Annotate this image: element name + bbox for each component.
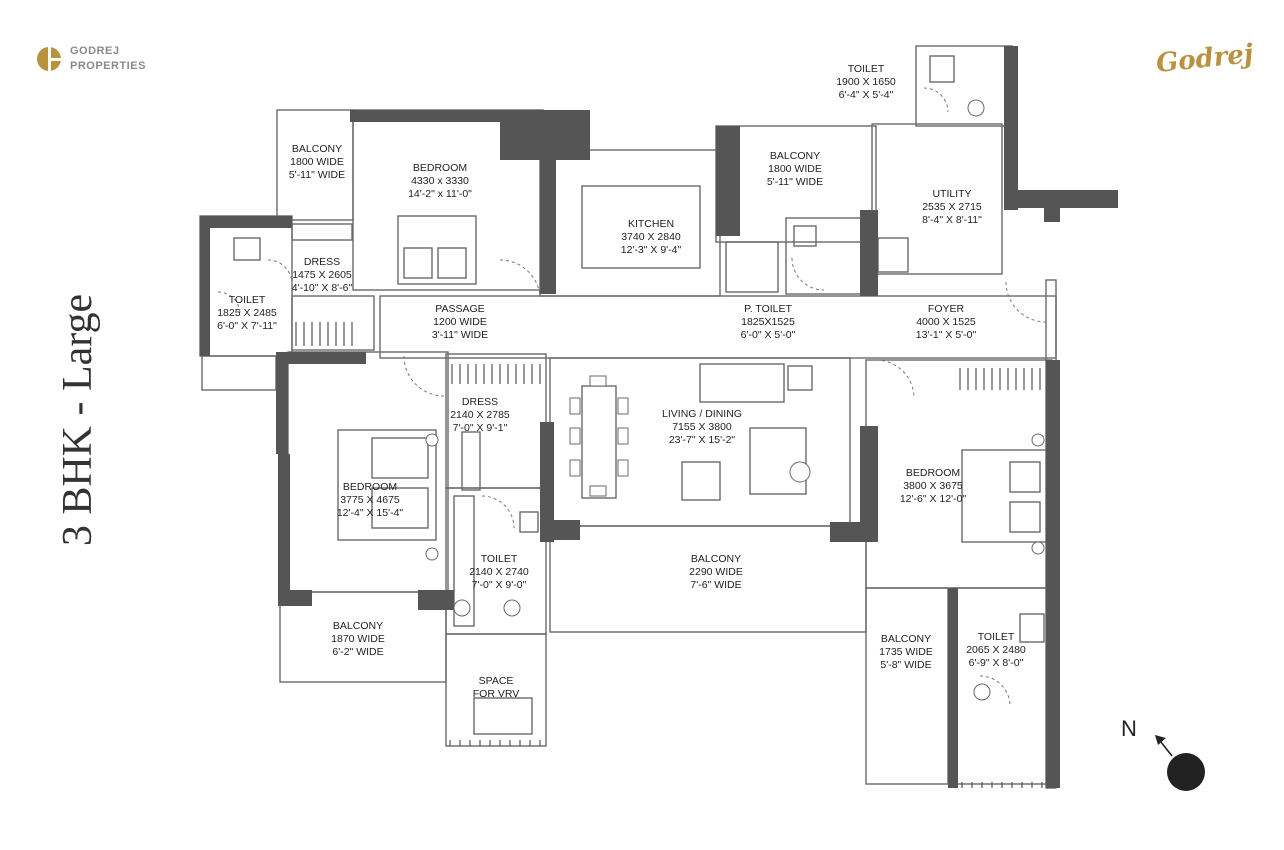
plan-title: 3 BHK - Large (55, 293, 101, 547)
north-label: N (1121, 716, 1137, 741)
brand-line-1: GODREJ (70, 45, 120, 57)
brand-logo: GODREJ PROPERTIES (36, 44, 176, 80)
north-compass-icon (1155, 735, 1205, 791)
godrej-logo-icon (37, 46, 62, 72)
brand-line-2: PROPERTIES (70, 60, 146, 72)
brand-wordmark: GODREJ PROPERTIES (70, 44, 146, 74)
